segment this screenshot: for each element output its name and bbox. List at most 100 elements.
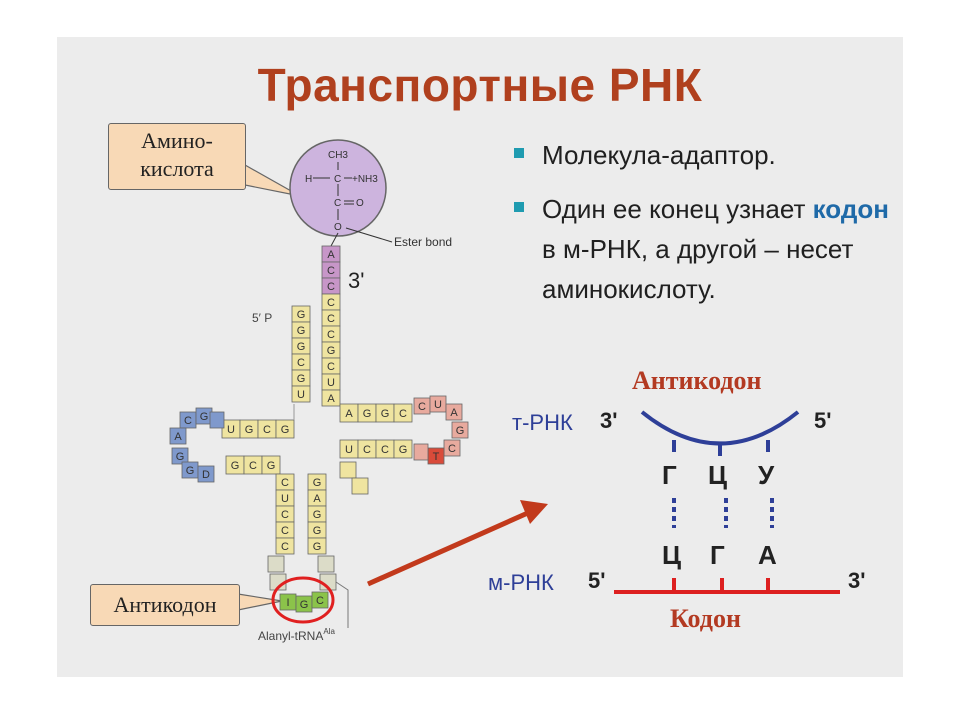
svg-text:C: C <box>327 297 335 309</box>
c2-label: C <box>334 198 341 209</box>
svg-text:G: G <box>399 444 408 456</box>
svg-text:U: U <box>281 493 289 505</box>
bracket <box>335 581 349 628</box>
svg-text:C: C <box>327 361 335 373</box>
codon-base-1: Ц <box>662 540 681 570</box>
anticodon-bases <box>279 591 329 613</box>
svg-text:G: G <box>313 525 322 537</box>
ch3-label: CH3 <box>328 150 348 161</box>
svg-text:G: G <box>281 424 290 436</box>
bullet-text-end: в м-РНК, а другой – несет аминокислоту. <box>542 234 854 304</box>
svg-text:G: G <box>186 465 195 477</box>
svg-text:C: C <box>399 408 407 420</box>
svg-text:U: U <box>434 399 442 411</box>
svg-text:A: A <box>345 408 353 420</box>
three-prime-label: 3' <box>348 268 364 293</box>
trna-right-end: 5' <box>814 408 832 433</box>
svg-text:C: C <box>281 525 289 537</box>
ester-bond-label: Ester bond <box>394 235 452 249</box>
bullet-square-icon <box>514 202 524 212</box>
anticodon-callout: Антикодон <box>90 584 240 626</box>
svg-text:C: C <box>316 595 324 607</box>
anticodon-title: Антикодон <box>632 366 762 395</box>
anticodon-base-1: Г <box>662 460 677 490</box>
mrna-name: м-РНК <box>488 570 554 595</box>
codon-base-3: А <box>758 540 777 570</box>
variable-loop <box>339 461 369 495</box>
svg-text:C: C <box>381 444 389 456</box>
c-label: C <box>334 174 341 185</box>
amino-acid-callout-line-2: кислота <box>140 156 214 181</box>
bullet-square-icon <box>514 148 524 158</box>
svg-text:C: C <box>448 443 456 455</box>
svg-text:U: U <box>297 389 305 401</box>
svg-text:A: A <box>313 493 321 505</box>
svg-text:G: G <box>313 541 322 553</box>
t-arm <box>339 395 469 465</box>
svg-text:U: U <box>345 444 353 456</box>
anticodon-base-3: У <box>758 460 775 490</box>
acceptor-stem <box>291 293 341 407</box>
page-title: Транспортные РНК <box>257 59 703 111</box>
svg-text:A: A <box>327 393 335 405</box>
svg-text:G: G <box>297 341 306 353</box>
bond <box>330 232 339 247</box>
svg-text:G: G <box>313 477 322 489</box>
pointer-arrow-shaft <box>366 509 532 587</box>
o-label: O <box>356 198 364 209</box>
mrna-right-end: 3' <box>848 568 866 593</box>
pointer-arrow-head <box>520 500 548 524</box>
alanyl-label: Alanyl-tRNAAla <box>258 627 335 643</box>
anticodon-stem <box>275 473 327 555</box>
acceptor-end: A C C <box>321 245 341 295</box>
svg-text:C: C <box>297 357 305 369</box>
svg-text:G: G <box>176 451 185 463</box>
svg-text:C: C <box>281 477 289 489</box>
anticodon-base-2: Ц <box>708 460 727 490</box>
codon-base-2: Г <box>710 540 725 570</box>
svg-text:G: G <box>300 599 309 611</box>
svg-text:G: G <box>297 309 306 321</box>
trna-arc <box>640 410 800 446</box>
anticodon-callout-text: Антикодон <box>113 592 217 617</box>
amino-acid-callout: Амино- кислота <box>108 123 246 190</box>
svg-text:C: C <box>281 509 289 521</box>
bullet-highlight-codon: кодон <box>812 194 889 224</box>
o2-label: O <box>334 222 342 233</box>
anticodon-highlight-circle <box>271 576 335 624</box>
svg-text:G: G <box>297 373 306 385</box>
svg-text:C: C <box>327 265 335 277</box>
svg-text:A: A <box>450 407 458 419</box>
svg-text:G: G <box>297 325 306 337</box>
svg-text:G: G <box>327 345 336 357</box>
d-arm <box>169 407 295 483</box>
svg-text:G: G <box>231 460 240 472</box>
svg-text:C: C <box>327 281 335 293</box>
codon-title: Кодон <box>670 604 741 633</box>
amino-acid-callout-line-1: Амино- <box>141 128 213 153</box>
svg-text:G: G <box>200 411 209 423</box>
svg-text:C: C <box>263 424 271 436</box>
bullet-item-2: Один ее конец узнает кодон в м-РНК, а др… <box>510 189 890 309</box>
anticodon-stem-bases: CUC CC GAG GG <box>281 477 321 553</box>
svg-text:G: G <box>381 408 390 420</box>
svg-text:A: A <box>327 249 335 261</box>
svg-text:D: D <box>202 469 210 481</box>
svg-text:U: U <box>327 377 335 389</box>
trna-name: т-РНК <box>512 410 573 435</box>
svg-text:C: C <box>249 460 257 472</box>
mrna-left-end: 5' <box>588 568 606 593</box>
svg-text:G: G <box>456 425 465 437</box>
bullet-text: Один ее конец узнает <box>542 194 813 224</box>
svg-text:I: I <box>286 597 289 609</box>
bullet-list: Молекула-адаптор. Один ее конец узнает к… <box>510 135 890 323</box>
svg-text:G: G <box>363 408 372 420</box>
trna-left-end: 3' <box>600 408 618 433</box>
svg-text:U: U <box>227 424 235 436</box>
svg-text:C: C <box>184 415 192 427</box>
